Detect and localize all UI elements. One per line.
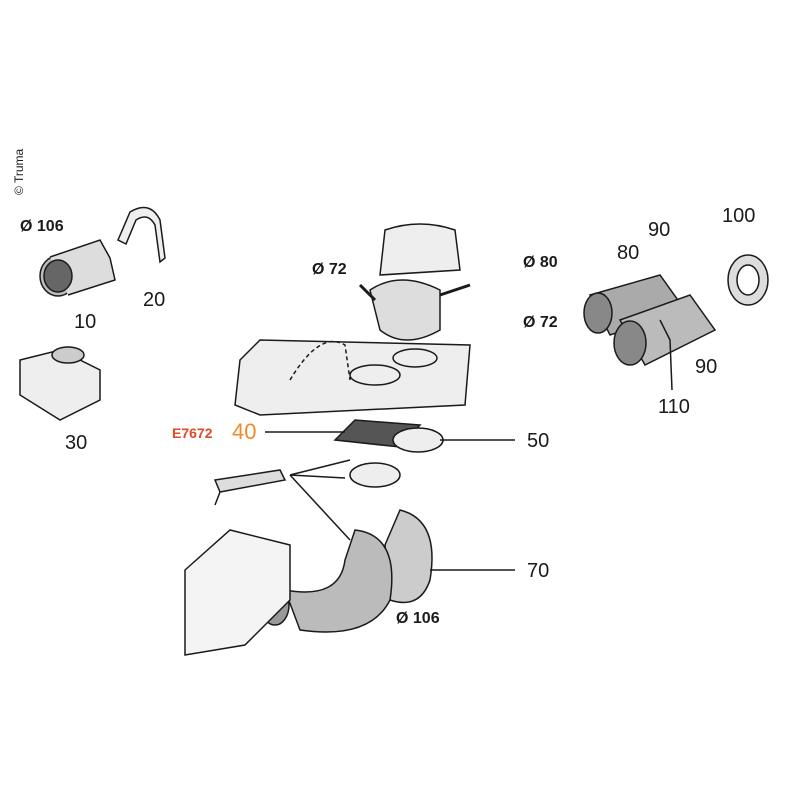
part-number: 80	[617, 242, 640, 264]
part-number: 110	[658, 396, 690, 418]
copyright: © Truma	[12, 148, 26, 195]
part-number: 50	[527, 430, 550, 452]
part-number: 90	[648, 219, 671, 241]
cowl	[358, 223, 471, 341]
diameter-label: Ø 72	[523, 314, 558, 331]
part-number: 10	[74, 311, 97, 333]
heater-box	[184, 529, 291, 656]
part-number: 70	[527, 560, 550, 582]
part-number: 40	[232, 419, 257, 444]
part-number: 30	[65, 432, 88, 454]
floor-panel	[234, 339, 471, 416]
tube-10	[39, 239, 116, 297]
part-number: 90	[695, 356, 718, 378]
diameter-label: Ø 106	[20, 218, 64, 235]
diameter-label: Ø 80	[523, 254, 558, 271]
diameter-label: Ø 106	[396, 610, 440, 627]
ring-100	[727, 254, 769, 306]
clamp-20	[117, 206, 166, 264]
article-code: E7672	[172, 425, 213, 441]
diameter-label: Ø 72	[312, 261, 347, 278]
part-number: 20	[143, 289, 166, 311]
caulk-gun	[213, 469, 287, 506]
tubes-80-90	[583, 274, 717, 391]
adapter-30	[19, 346, 101, 421]
part-number: 100	[722, 205, 756, 227]
